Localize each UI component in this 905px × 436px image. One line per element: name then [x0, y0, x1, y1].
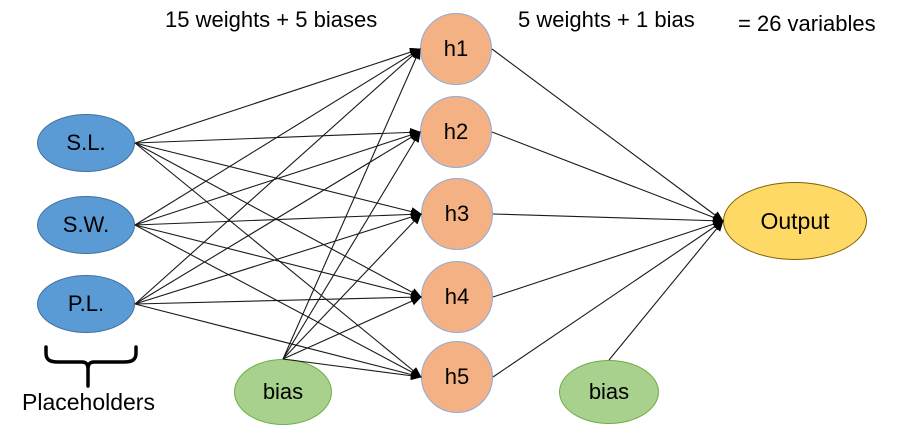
- edge-SW-h2: [134, 130, 421, 226]
- hidden-node-h5: h5: [421, 341, 493, 413]
- edge-SW-h4: [134, 224, 422, 299]
- edge-SW-h3: [134, 209, 422, 226]
- placeholders-brace: [44, 345, 138, 388]
- input-node-sw: S.W.: [37, 196, 135, 254]
- edge-SL-h5: [134, 142, 422, 378]
- hidden-bias-node-label: bias: [262, 379, 304, 404]
- output-node-label: Output: [760, 207, 830, 234]
- input-node-sw-label: S.W.: [62, 212, 110, 237]
- edge-bias1-h2: [282, 131, 421, 360]
- hidden-node-h4: h4: [421, 261, 493, 333]
- edge-bias1-h4: [282, 296, 422, 360]
- input-node-pl-label: P.L.: [67, 291, 105, 316]
- hidden-node-h4-label: h4: [444, 284, 470, 309]
- edge-h1-output: [491, 48, 724, 222]
- output-layer-count-label: 5 weights + 1 bias: [518, 7, 695, 32]
- hidden-bias-node: bias: [234, 359, 332, 425]
- edge-SL-h3: [134, 142, 422, 216]
- output-bias-node-label: bias: [588, 379, 630, 404]
- edge-h5-output: [492, 220, 724, 378]
- total-variables-label: = 26 variables: [738, 11, 876, 36]
- input-node-sl-label: S.L.: [66, 130, 106, 155]
- hidden-node-h3-label: h3: [444, 201, 470, 226]
- edge-h2-output: [491, 131, 724, 222]
- edge-SL-h1: [134, 47, 421, 144]
- edge-bias2-output: [608, 220, 724, 361]
- edge-PL-h4: [134, 292, 422, 305]
- edge-bias1-h3: [282, 213, 422, 360]
- input-node-pl: P.L.: [37, 275, 135, 333]
- input-node-sl: S.L.: [37, 114, 135, 172]
- edge-bias1-h1: [282, 48, 421, 360]
- hidden-node-h1: h1: [420, 13, 492, 85]
- hidden-node-h5-label: h5: [444, 364, 470, 389]
- edge-PL-h3: [134, 212, 422, 305]
- edge-SW-h1: [134, 48, 421, 226]
- edge-h3-output: [492, 213, 724, 226]
- output-bias-node: bias: [559, 360, 659, 424]
- hidden-node-h2-label: h2: [443, 119, 469, 144]
- placeholders-caption: Placeholders: [22, 389, 155, 415]
- edge-PL-h1: [134, 48, 421, 305]
- edge-h4-output: [492, 219, 724, 298]
- hidden-node-h3: h3: [421, 178, 493, 250]
- edge-PL-h2: [134, 131, 421, 305]
- hidden-layer-count-label: 15 weights + 5 biases: [165, 7, 378, 32]
- hidden-node-h1-label: h1: [443, 36, 469, 61]
- edge-SL-h4: [134, 142, 422, 298]
- edge-SW-h5: [134, 224, 422, 378]
- hidden-node-h2: h2: [420, 96, 492, 168]
- edge-SL-h2: [134, 127, 421, 144]
- output-node: Output: [723, 182, 867, 260]
